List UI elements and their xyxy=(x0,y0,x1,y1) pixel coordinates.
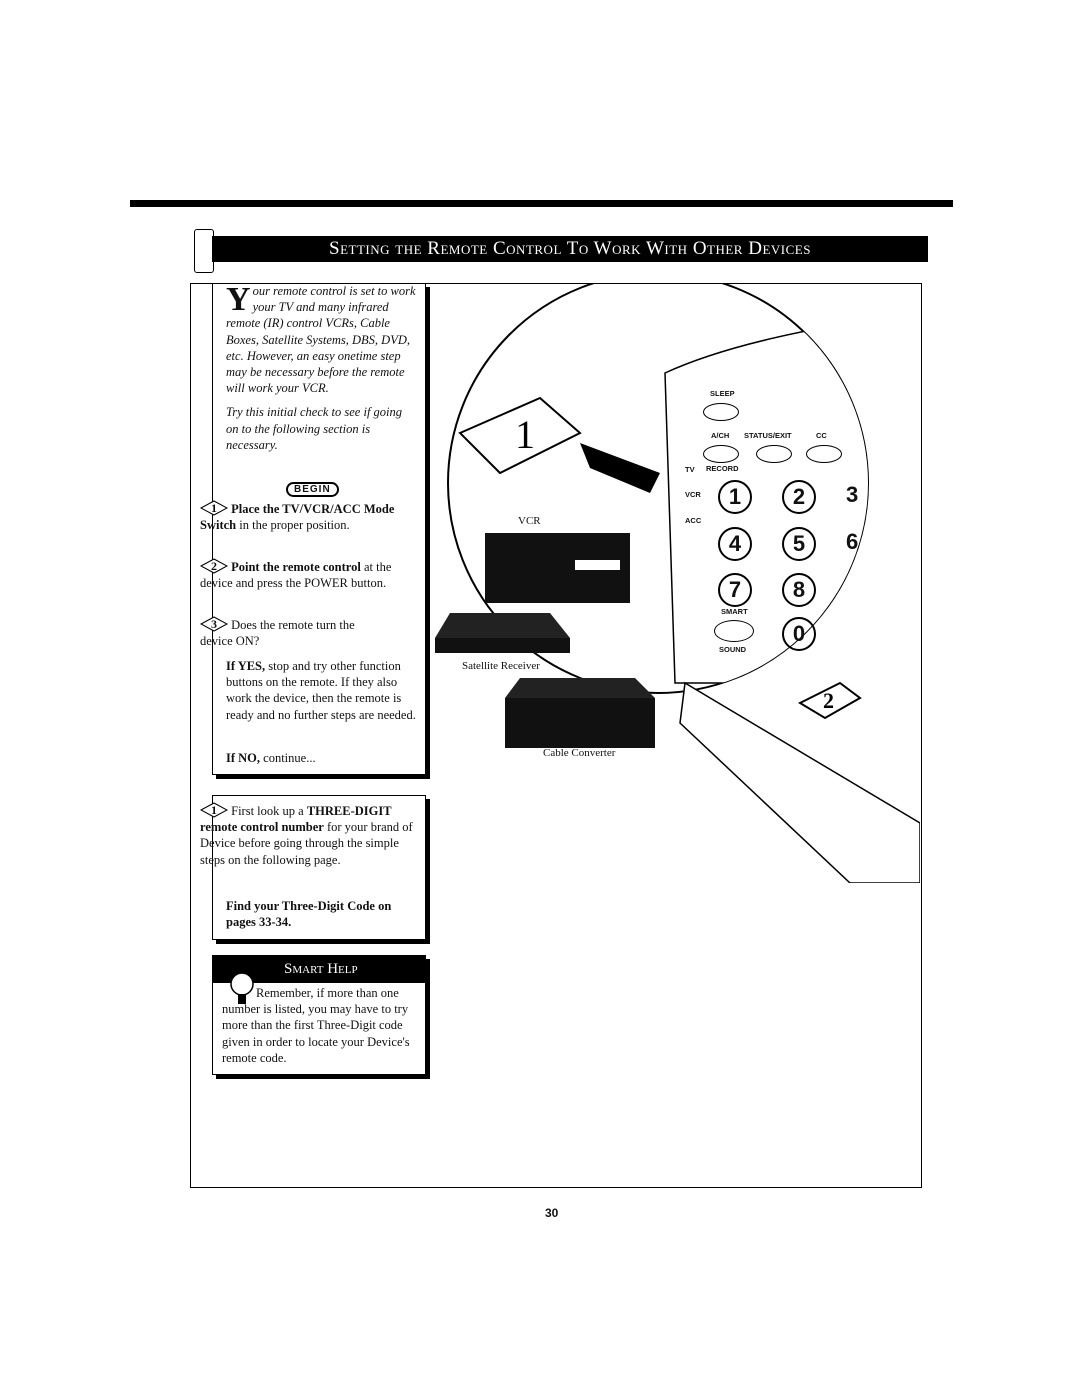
step-1-bold: Place the TV/VCR/ACC Mode Switch xyxy=(200,502,395,533)
cable-converter-device xyxy=(505,698,655,748)
content-frame xyxy=(190,283,922,1188)
if-no: If NO, continue... xyxy=(226,751,316,765)
smart-help-text: Remember, if more than one number is lis… xyxy=(222,986,410,1065)
satellite-label: Satellite Receiver xyxy=(462,660,540,672)
key-7[interactable]: 7 xyxy=(718,573,752,607)
step-3-text: Does the remote turn the device ON? xyxy=(200,618,355,649)
step-1-text: in the proper position. xyxy=(236,518,350,533)
find-code: Find your Three-Digit Code on pages 33-3… xyxy=(226,899,392,930)
record-button[interactable] xyxy=(703,445,739,463)
ach-label: A/CH xyxy=(711,431,730,440)
diamond-icon: 1 xyxy=(199,500,229,516)
vcr-label: VCR xyxy=(518,515,541,527)
step-1: 1 Place the TV/VCR/ACC Mode Switch in th… xyxy=(199,500,415,533)
key-8[interactable]: 8 xyxy=(782,573,816,607)
key-5[interactable]: 5 xyxy=(782,527,816,561)
sound-label: SOUND xyxy=(719,645,747,654)
illustration: 1 2 xyxy=(435,283,920,883)
key-1[interactable]: 1 xyxy=(718,480,752,514)
sleep-button[interactable] xyxy=(703,403,739,421)
page-title: Setting the Remote Control To Work With … xyxy=(212,236,928,262)
key-6[interactable]: 6 xyxy=(846,529,859,554)
satellite-receiver-device xyxy=(435,638,570,653)
record-label: RECORD xyxy=(706,464,739,473)
cc-button[interactable] xyxy=(806,445,842,463)
begin-badge: BEGIN xyxy=(286,482,339,497)
cc-label: CC xyxy=(816,431,827,440)
step-2: 2 Point the remote control at the device… xyxy=(199,558,415,591)
lightbulb-icon xyxy=(230,972,254,1004)
remote-icon xyxy=(194,229,214,273)
step-2-text: at the device and press the POWER button… xyxy=(200,560,392,591)
tv-mode-label: TV xyxy=(685,465,695,474)
step-2-bold: Point the remote control xyxy=(231,560,361,574)
sleep-label: SLEEP xyxy=(710,389,735,398)
callout-2-icon xyxy=(797,681,862,720)
callout-1: 1 xyxy=(515,412,535,457)
key-0[interactable]: 0 xyxy=(782,617,816,651)
lookup-box xyxy=(212,795,426,940)
diamond-icon: 1 xyxy=(199,802,229,818)
dropcap: Y xyxy=(226,281,251,318)
diamond-icon: 3 xyxy=(199,616,229,632)
top-rule xyxy=(130,200,953,207)
smart-help-title: Smart Help xyxy=(284,961,358,977)
cable-label: Cable Converter xyxy=(543,747,616,759)
step-3: 3 Does the remote turn the device ON? xyxy=(199,616,390,649)
callout-2: 2 xyxy=(823,688,834,713)
key-4[interactable]: 4 xyxy=(718,527,752,561)
diamond-icon: 2 xyxy=(199,558,229,574)
hand-icon xyxy=(580,443,660,493)
key-3[interactable]: 3 xyxy=(846,482,859,507)
status-button[interactable] xyxy=(756,445,792,463)
intro-check: Try this initial check to see if going o… xyxy=(226,405,403,452)
if-yes: If YES, stop and try other function butt… xyxy=(226,659,416,722)
intro-paragraph: our remote control is set to work your T… xyxy=(226,284,416,396)
lookup-step: 1 First look up a THREE-DIGIT remote con… xyxy=(199,802,413,867)
status-label: STATUS/EXIT xyxy=(744,431,792,440)
remote-control xyxy=(679,681,920,883)
intro-box xyxy=(212,283,426,775)
page-number: 30 xyxy=(545,1206,559,1220)
acc-mode-label: ACC xyxy=(685,516,702,525)
vcr-mode-label: VCR xyxy=(685,490,701,499)
smart-sound-button[interactable] xyxy=(714,620,754,642)
key-2[interactable]: 2 xyxy=(782,480,816,514)
smart-label: SMART xyxy=(721,607,748,616)
callout-1-icon xyxy=(458,396,582,475)
